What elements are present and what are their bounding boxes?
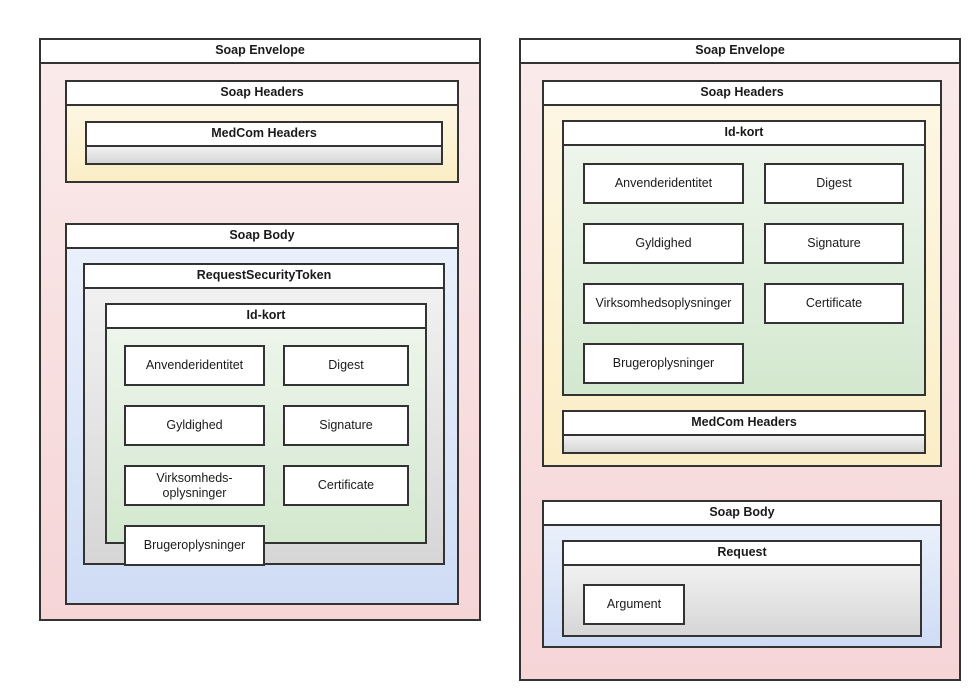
right-soap-envelope-body: Soap Headers Id-kort Anvenderidentitet D… [521,64,959,679]
right-soap-body-title: Soap Body [544,502,940,526]
right-id-kort-item-signature: Signature [764,223,904,264]
left-id-kort-item-gyldighed: Gyldighed [124,405,265,446]
right-request-title: Request [564,542,920,566]
left-id-kort-body: Anvenderidentitet Digest Gyldighed Signa… [107,329,425,566]
right-soap-envelope-title: Soap Envelope [521,40,959,64]
left-medcom-headers-title: MedCom Headers [87,123,441,147]
left-soap-envelope-body: Soap Headers MedCom Headers Soap Body Re… [41,64,479,619]
right-medcom-headers-title: MedCom Headers [564,412,924,436]
left-id-kort: Id-kort Anvenderidentitet Digest Gyldigh… [105,303,427,566]
right-id-kort-item-virksomhedsoplysninger: Virksomhedsoplysninger [583,283,744,324]
right-request: Request Argument [562,540,922,637]
right-soap-headers: Soap Headers Id-kort Anvenderidentitet D… [542,80,942,467]
right-id-kort-body: Anvenderidentitet Digest Gyldighed Signa… [564,146,924,394]
right-request-item-argument: Argument [583,584,685,625]
right-soap-headers-title: Soap Headers [544,82,940,106]
right-soap-body-body: Request Argument [544,526,940,646]
left-id-kort-item-signature: Signature [283,405,409,446]
right-id-kort: Id-kort Anvenderidentitet Digest Gyldigh… [562,120,926,396]
left-id-kort-item-virksomhedsoplysninger: Virksomheds- oplysninger [124,465,265,506]
left-id-kort-item-brugeroplysninger: Brugeroplysninger [124,525,265,566]
left-soap-body: Soap Body RequestSecurityToken Id-kort A… [65,223,459,605]
left-soap-envelope: Soap Envelope Soap Headers MedCom Header… [39,38,481,621]
left-medcom-headers-body [87,147,441,163]
left-request-security-token: RequestSecurityToken Id-kort Anvenderide… [83,263,445,566]
left-soap-body-title: Soap Body [67,225,457,249]
left-soap-headers: Soap Headers MedCom Headers [65,80,459,183]
left-soap-headers-body: MedCom Headers [67,106,457,181]
right-soap-envelope: Soap Envelope Soap Headers Id-kort Anven… [519,38,961,681]
right-soap-headers-body: Id-kort Anvenderidentitet Digest Gyldigh… [544,106,940,465]
right-id-kort-item-anvenderidentitet: Anvenderidentitet [583,163,744,204]
left-id-kort-item-certificate: Certificate [283,465,409,506]
left-request-security-token-body: Id-kort Anvenderidentitet Digest Gyldigh… [85,289,443,566]
left-soap-headers-title: Soap Headers [67,82,457,106]
right-id-kort-item-certificate: Certificate [764,283,904,324]
right-request-body: Argument [564,566,920,635]
right-id-kort-item-digest: Digest [764,163,904,204]
right-id-kort-title: Id-kort [564,122,924,146]
left-id-kort-title: Id-kort [107,305,425,329]
right-id-kort-item-brugeroplysninger: Brugeroplysninger [583,343,744,384]
left-request-security-token-title: RequestSecurityToken [85,265,443,289]
left-soap-body-body: RequestSecurityToken Id-kort Anvenderide… [67,249,457,603]
right-id-kort-item-gyldighed: Gyldighed [583,223,744,264]
right-soap-body: Soap Body Request Argument [542,500,942,648]
left-id-kort-item-anvenderidentitet: Anvenderidentitet [124,345,265,386]
right-medcom-headers: MedCom Headers [562,410,926,454]
left-soap-envelope-title: Soap Envelope [41,40,479,64]
left-id-kort-item-digest: Digest [283,345,409,386]
left-medcom-headers: MedCom Headers [85,121,443,165]
right-medcom-headers-body [564,436,924,452]
